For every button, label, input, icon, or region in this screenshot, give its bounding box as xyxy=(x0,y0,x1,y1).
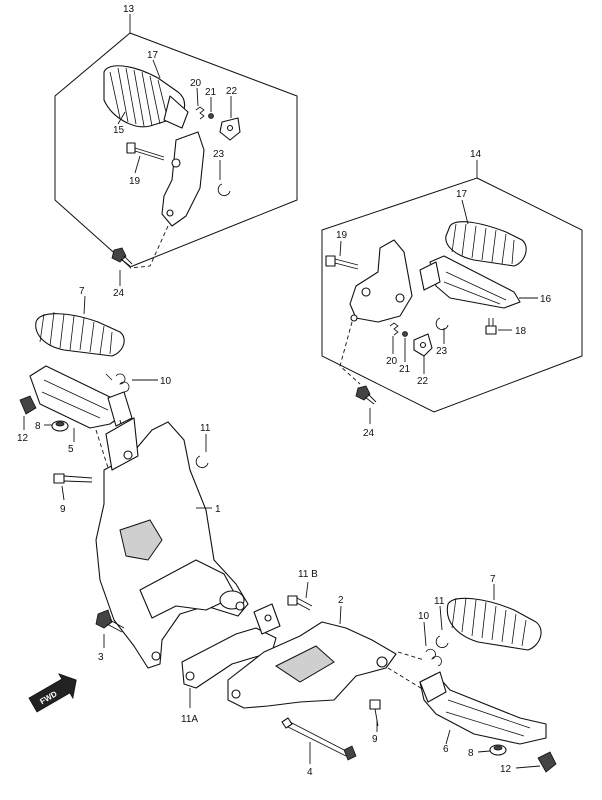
assembly-14: 14 17 16 19 xyxy=(321,149,583,413)
ball-21a xyxy=(208,113,214,119)
footpeg-bracket-13 xyxy=(161,131,205,227)
label-b22: 22 xyxy=(417,376,429,387)
label-a22: 22 xyxy=(226,86,238,97)
label-a24: 24 xyxy=(113,288,125,299)
bolt-18 xyxy=(485,318,497,335)
label-b21: 21 xyxy=(399,364,411,375)
plug-12-right xyxy=(537,751,557,773)
label-c7: 7 xyxy=(79,286,85,297)
label-c10: 10 xyxy=(160,376,172,387)
spring-20a xyxy=(195,106,205,120)
footpeg-15 xyxy=(103,65,189,129)
label-c12: 12 xyxy=(17,433,29,444)
footpeg-6 xyxy=(419,671,547,745)
label-d11A: 11A xyxy=(181,714,198,725)
label-d11B: 11 B xyxy=(298,569,318,580)
assembly-13: 13 17 15 19 20 21 xyxy=(54,4,298,269)
label-13: 13 xyxy=(123,4,135,15)
footpeg-16 xyxy=(419,255,521,309)
footpeg-rubber-7-left xyxy=(35,311,125,357)
label-b16: 16 xyxy=(540,294,552,305)
bolt-19b xyxy=(325,255,359,270)
label-d10: 10 xyxy=(418,611,430,622)
bolt-9-right xyxy=(369,699,381,727)
label-a20: 20 xyxy=(190,78,202,89)
label-d6: 6 xyxy=(443,744,449,755)
footpeg-5 xyxy=(29,365,133,429)
washer-8-right xyxy=(489,744,507,756)
label-d7: 7 xyxy=(490,574,496,585)
label-b17: 17 xyxy=(456,189,468,200)
footpeg-rubber-17b xyxy=(445,221,527,267)
label-b19: 19 xyxy=(336,230,348,241)
label-c8: 8 xyxy=(35,421,41,432)
label-c11: 11 xyxy=(200,423,211,434)
label-b18: 18 xyxy=(515,326,527,337)
bolt-24a xyxy=(111,247,133,267)
label-c5: 5 xyxy=(68,444,74,455)
footpeg-rubber-7-right xyxy=(446,597,542,651)
label-d9: 9 xyxy=(372,734,378,745)
label-a23: 23 xyxy=(213,149,225,160)
label-14: 14 xyxy=(470,149,482,160)
clip-11-right xyxy=(435,635,449,649)
label-a15: 15 xyxy=(113,125,125,136)
label-b24: 24 xyxy=(363,428,375,439)
label-b23: 23 xyxy=(436,346,448,357)
label-d4: 4 xyxy=(307,767,313,778)
plug-12-left xyxy=(19,395,37,415)
clip-11-left xyxy=(195,455,209,469)
bracket-2 xyxy=(227,621,397,709)
frame-13 xyxy=(54,32,298,268)
label-a17: 17 xyxy=(147,50,159,61)
bolt-4 xyxy=(281,717,357,761)
spring-20b xyxy=(389,322,399,336)
label-a21: 21 xyxy=(205,87,217,98)
label-d8: 8 xyxy=(468,748,474,759)
label-c3: 3 xyxy=(98,652,104,663)
clip-23a xyxy=(217,183,231,197)
ball-21b xyxy=(402,331,408,337)
label-d12: 12 xyxy=(500,764,512,775)
bolt-24b xyxy=(355,385,377,405)
bolt-11B xyxy=(287,595,313,611)
spring-10-right xyxy=(425,648,442,667)
washer-8-left xyxy=(51,420,69,432)
label-a19: 19 xyxy=(129,176,141,187)
forward-direction-badge: FWD xyxy=(28,673,77,713)
footpeg-bracket-14 xyxy=(349,239,413,323)
bolt-19a xyxy=(126,142,165,161)
bolt-3 xyxy=(95,609,125,633)
spring-10-left xyxy=(105,373,130,393)
clip-23b xyxy=(435,317,449,331)
label-c9: 9 xyxy=(60,504,66,515)
label-c1: 1 xyxy=(215,504,221,515)
label-d11: 11 xyxy=(434,596,445,607)
main-bracket-1 xyxy=(95,417,249,669)
bolt-9-left xyxy=(53,473,93,484)
label-d2: 2 xyxy=(338,595,344,606)
frame-14 xyxy=(321,177,583,413)
label-b20: 20 xyxy=(386,356,398,367)
